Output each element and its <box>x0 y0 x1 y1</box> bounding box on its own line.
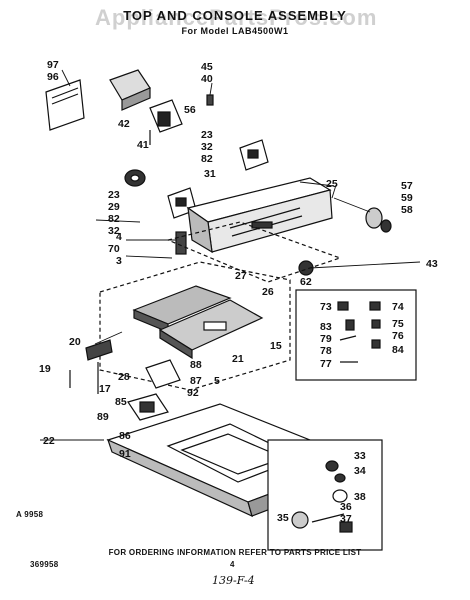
callout-57: 57 <box>401 180 413 192</box>
callout-25: 25 <box>326 178 338 190</box>
callout-45: 45 <box>201 61 213 73</box>
callout-3: 3 <box>116 255 122 267</box>
callout-79: 79 <box>320 333 332 345</box>
callout-36: 36 <box>340 501 352 513</box>
callout-22: 22 <box>43 435 55 447</box>
callout-43: 43 <box>426 258 438 270</box>
part-lid-right <box>158 299 264 360</box>
callout-84: 84 <box>392 344 404 356</box>
callout-42: 42 <box>118 118 130 130</box>
part-knob <box>124 169 146 187</box>
callout-76: 76 <box>392 330 404 342</box>
callout-34: 34 <box>354 465 366 477</box>
callout-21: 21 <box>232 353 244 365</box>
callout-97: 97 <box>47 59 59 71</box>
callout-labels: 97 96 45 40 56 42 41 23 32 82 31 23 29 8… <box>39 59 438 525</box>
part-console-panel <box>186 177 333 254</box>
part-mounting-bracket <box>145 359 181 389</box>
part-dial-knob <box>365 207 392 233</box>
callout-15: 15 <box>270 340 282 352</box>
callout-35: 35 <box>277 512 289 524</box>
watermark-text: AppliancePartsPros.com <box>95 5 378 30</box>
callout-5: 5 <box>214 375 220 387</box>
page-number: 4 <box>230 560 235 569</box>
callout-4: 4 <box>116 231 122 243</box>
callout-92: 92 <box>187 387 199 399</box>
callout-96: 96 <box>47 71 59 83</box>
callout-74: 74 <box>392 301 404 313</box>
part-switch-85 <box>127 393 169 421</box>
callout-59: 59 <box>401 192 413 204</box>
callout-27: 27 <box>235 270 247 282</box>
page-title: TOP AND CONSOLE ASSEMBLY <box>123 8 347 23</box>
callout-82b: 82 <box>108 213 120 225</box>
callout-38: 38 <box>354 491 366 503</box>
callout-86: 86 <box>119 430 131 442</box>
callout-32b: 32 <box>108 225 120 237</box>
callout-19: 19 <box>39 363 51 375</box>
part-end-cap <box>175 231 187 255</box>
inset-box-components <box>267 439 383 551</box>
callout-91: 91 <box>119 448 131 460</box>
callout-56: 56 <box>184 104 196 116</box>
document-number: 369958 <box>30 560 59 569</box>
callout-89: 89 <box>97 411 109 423</box>
callout-31: 31 <box>204 168 216 180</box>
handwritten-reference: 139-F-4 <box>212 574 255 587</box>
callout-88: 88 <box>190 359 202 371</box>
callout-23b: 23 <box>108 189 120 201</box>
callout-78: 78 <box>320 345 332 357</box>
callout-33: 33 <box>354 450 366 462</box>
callout-28: 28 <box>118 371 130 383</box>
callout-77: 77 <box>320 358 332 370</box>
callout-20: 20 <box>69 336 81 348</box>
part-lid-left <box>132 285 232 333</box>
callout-37: 37 <box>340 513 352 525</box>
callout-32a: 32 <box>201 141 213 153</box>
callout-83: 83 <box>320 321 332 333</box>
part-back-cover <box>45 79 85 131</box>
callout-29: 29 <box>108 201 120 213</box>
callout-40: 40 <box>201 73 213 85</box>
callout-41: 41 <box>137 139 149 151</box>
ordering-note: FOR ORDERING INFORMATION REFER TO PARTS … <box>108 548 362 557</box>
part-timer-switch <box>149 99 183 145</box>
callout-70: 70 <box>108 243 120 255</box>
part-bracket <box>109 69 151 111</box>
callout-62: 62 <box>300 276 312 288</box>
callout-75: 75 <box>392 318 404 330</box>
inset-box-lid-switch <box>295 289 417 381</box>
part-hinge <box>69 339 113 394</box>
callout-87: 87 <box>190 375 202 387</box>
leader-lines <box>40 69 421 441</box>
callout-17: 17 <box>99 383 111 395</box>
callout-23a: 23 <box>201 129 213 141</box>
part-switch-upper <box>239 139 269 171</box>
callout-58: 58 <box>401 204 413 216</box>
callout-85: 85 <box>115 396 127 408</box>
callout-26: 26 <box>262 286 274 298</box>
lid-boundary <box>99 221 342 391</box>
callout-82a: 82 <box>201 153 213 165</box>
callout-73: 73 <box>320 301 332 313</box>
model-subtitle: For Model LAB4500W1 <box>181 26 289 36</box>
part-screw-45 <box>206 94 214 106</box>
figure-code: A 9958 <box>16 510 44 519</box>
